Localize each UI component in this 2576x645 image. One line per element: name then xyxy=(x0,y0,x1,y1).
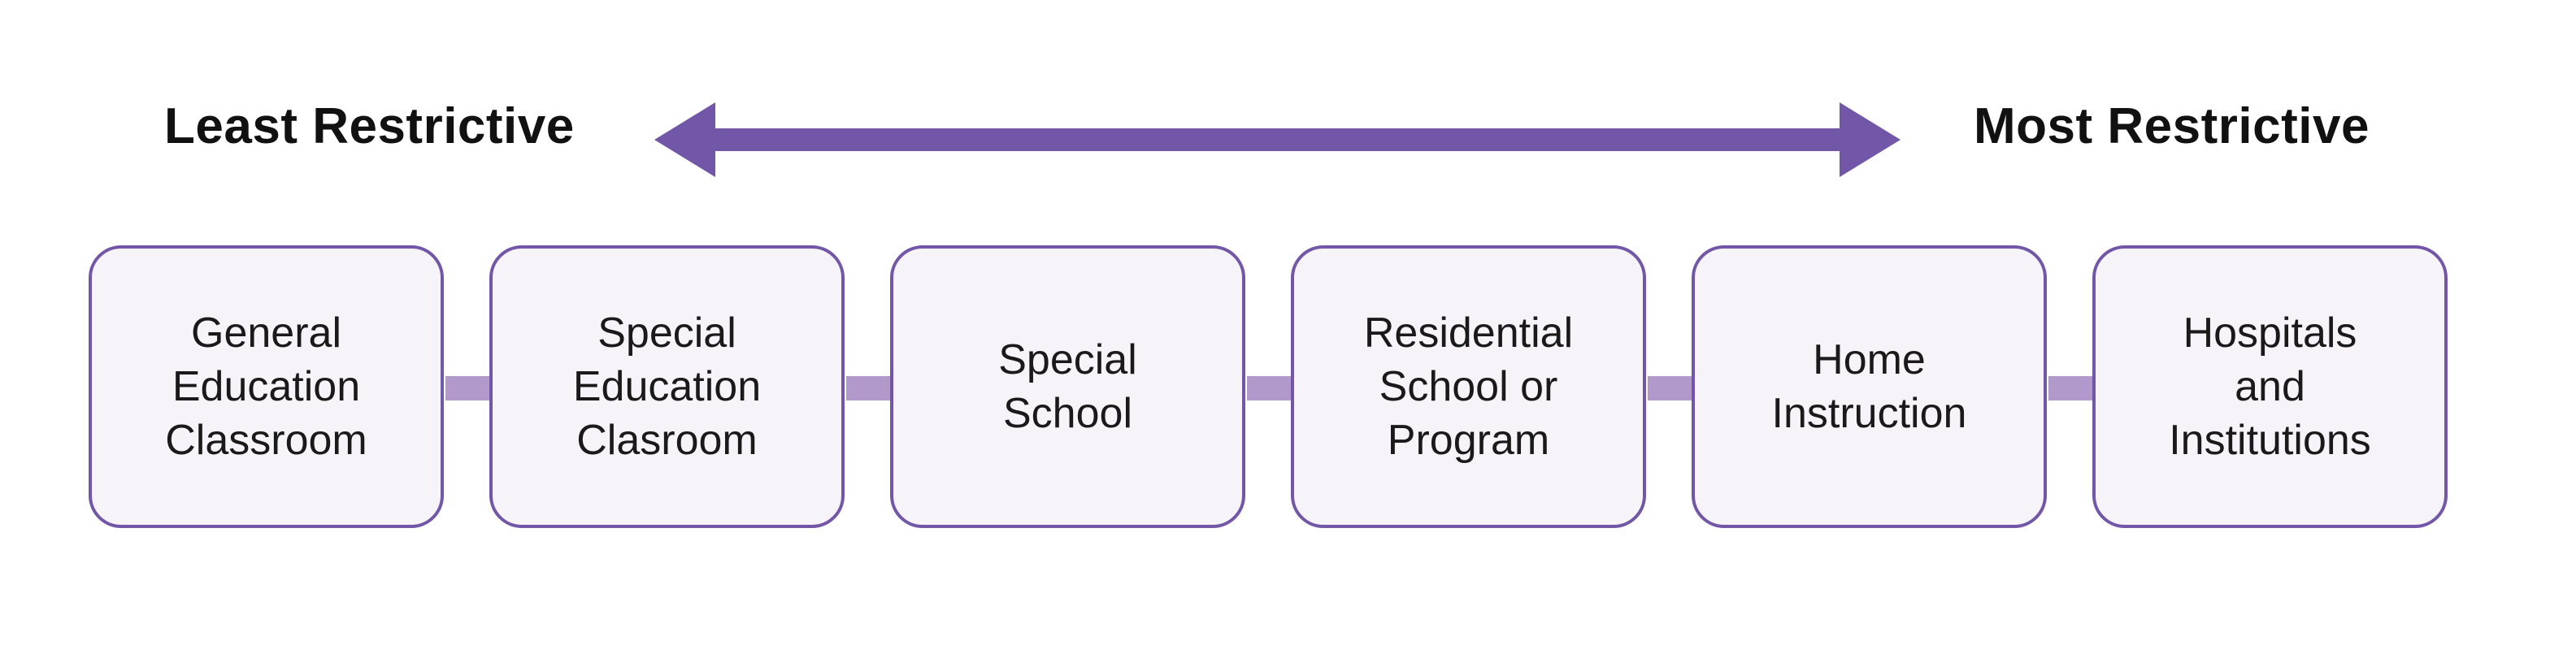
placement-label: Home Instruction xyxy=(1771,336,1967,437)
connector-5 xyxy=(2048,376,2094,400)
placement-box-home-instruction: Home Instruction xyxy=(1692,245,2047,528)
placement-label: General Education Classroom xyxy=(165,310,367,464)
placement-label: Hospitals and Institutions xyxy=(2169,310,2371,464)
arrow-head-right xyxy=(1840,102,1901,177)
placement-box-residential-school-or-program: Residential School or Program xyxy=(1291,245,1646,528)
placement-label: Residential School or Program xyxy=(1363,310,1574,464)
most-restrictive-label: Most Restrictive xyxy=(1974,98,2370,154)
placement-label: Special Education Clasroom xyxy=(572,310,762,464)
connector-1 xyxy=(445,376,491,400)
placement-box-general-education-classroom: General Education Classroom xyxy=(89,245,444,528)
arrow-head-left xyxy=(654,102,715,177)
connector-2 xyxy=(846,376,892,400)
placement-box-special-education-classroom: Special Education Clasroom xyxy=(489,245,845,528)
placement-label: Special School xyxy=(998,336,1137,437)
connector-4 xyxy=(1648,376,1693,400)
least-restrictive-label: Least Restrictive xyxy=(164,98,575,154)
connector-3 xyxy=(1247,376,1292,400)
arrow-shaft xyxy=(707,128,1845,151)
placement-box-hospitals-and-institutions: Hospitals and Institutions xyxy=(2092,245,2448,528)
placement-box-special-school: Special School xyxy=(890,245,1245,528)
